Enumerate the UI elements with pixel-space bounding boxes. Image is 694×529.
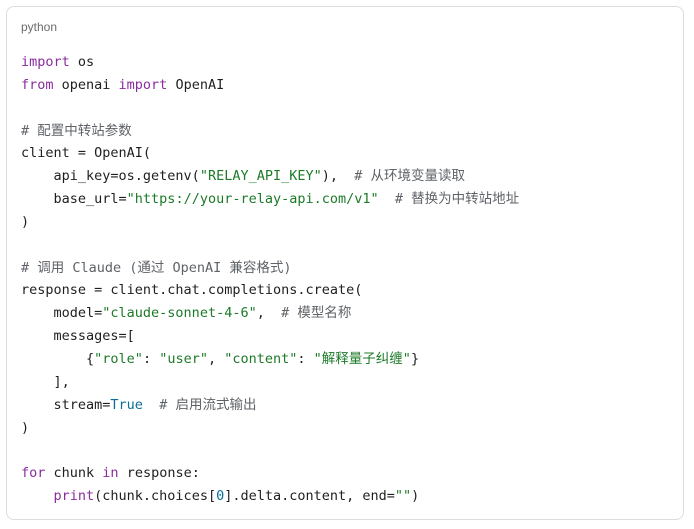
code-token: # 启用流式输出 bbox=[159, 396, 257, 413]
code-line: ) bbox=[21, 211, 519, 234]
code-token bbox=[143, 397, 159, 413]
code-line: {"role": "user", "content": "解释量子纠缠"} bbox=[21, 348, 519, 371]
code-token: "解释量子纠缠" bbox=[313, 350, 411, 367]
code-line: for chunk in response: bbox=[21, 462, 519, 485]
code-language-label: python bbox=[21, 20, 58, 34]
code-token: (chunk.choices[ bbox=[94, 488, 217, 505]
code-token bbox=[379, 191, 395, 207]
code-token: # 调用 Claude (通过 OpenAI 兼容格式) bbox=[21, 259, 292, 276]
code-line: model="claude-sonnet-4-6", # 模型名称 bbox=[21, 302, 519, 325]
code-token: ) bbox=[21, 213, 30, 230]
code-token: ) bbox=[411, 488, 420, 505]
code-token: base_url= bbox=[21, 191, 127, 208]
code-token: True bbox=[110, 396, 143, 413]
code-line: print(chunk.choices[0].delta.content, en… bbox=[21, 485, 519, 508]
code-token: { bbox=[21, 350, 95, 367]
code-token: chunk bbox=[45, 465, 103, 482]
code-token: response = client.chat.completions.creat… bbox=[21, 282, 363, 299]
code-token: ) bbox=[21, 419, 30, 436]
code-token: "content" bbox=[224, 350, 298, 367]
code-token: ].delta.content, end= bbox=[224, 488, 395, 505]
code-token: "https://your-relay-api.com/v1" bbox=[126, 191, 379, 208]
code-line: messages=[ bbox=[21, 325, 519, 348]
code-token: "user" bbox=[159, 350, 208, 367]
code-line: api_key=os.getenv("RELAY_API_KEY"), # 从环… bbox=[21, 165, 519, 188]
code-line: client = OpenAI( bbox=[21, 142, 519, 165]
code-line bbox=[21, 439, 519, 462]
code-token: "" bbox=[394, 488, 412, 505]
code-token: # 配置中转站参数 bbox=[21, 122, 132, 139]
code-token: # 模型名称 bbox=[281, 305, 352, 322]
code-token: from bbox=[21, 76, 54, 93]
code-token: print bbox=[53, 488, 95, 505]
code-token: for bbox=[21, 465, 46, 482]
code-token: messages=[ bbox=[21, 328, 135, 345]
code-line: base_url="https://your-relay-api.com/v1"… bbox=[21, 188, 520, 211]
code-line bbox=[21, 234, 519, 257]
code-line: # 调用 Claude (通过 OpenAI 兼容格式) bbox=[21, 257, 519, 280]
code-token: api_key=os.getenv( bbox=[21, 168, 200, 185]
code-token: } bbox=[410, 350, 420, 367]
code-token: 0 bbox=[216, 488, 225, 505]
code-line: ) bbox=[21, 417, 519, 440]
code-token: "RELAY_API_KEY" bbox=[199, 168, 322, 185]
code-line: # 配置中转站参数 bbox=[21, 120, 519, 143]
code-token: os bbox=[69, 54, 95, 70]
code-token: OpenAI bbox=[167, 76, 225, 93]
code-line: response = client.chat.completions.creat… bbox=[21, 279, 519, 302]
code-token: # 替换为中转站地址 bbox=[394, 191, 520, 208]
code-token: # 从环境变量读取 bbox=[354, 168, 466, 185]
code-token: client = OpenAI( bbox=[21, 145, 152, 162]
code-token: response: bbox=[118, 465, 200, 482]
code-token: : bbox=[142, 350, 160, 367]
code-token: stream= bbox=[21, 396, 111, 413]
code-token: "claude-sonnet-4-6" bbox=[102, 305, 257, 322]
code-token: ), bbox=[321, 168, 355, 185]
code-token: , bbox=[256, 305, 282, 322]
code-token bbox=[21, 488, 54, 504]
code-token: openai bbox=[53, 76, 119, 93]
code-token: model= bbox=[21, 305, 103, 322]
code-token: "role" bbox=[94, 350, 143, 367]
code-token: , bbox=[207, 350, 225, 367]
code-token: : bbox=[297, 350, 314, 367]
code-token: in bbox=[102, 465, 119, 482]
code-line: ], bbox=[21, 371, 519, 394]
code-token: import bbox=[118, 76, 168, 93]
code-token: ], bbox=[21, 373, 70, 390]
code-token: import bbox=[21, 54, 70, 70]
code-line: import os bbox=[21, 51, 519, 74]
code-line: from openai import OpenAI bbox=[21, 74, 519, 97]
code-line bbox=[21, 97, 519, 120]
code-line: stream=True # 启用流式输出 bbox=[21, 394, 519, 417]
